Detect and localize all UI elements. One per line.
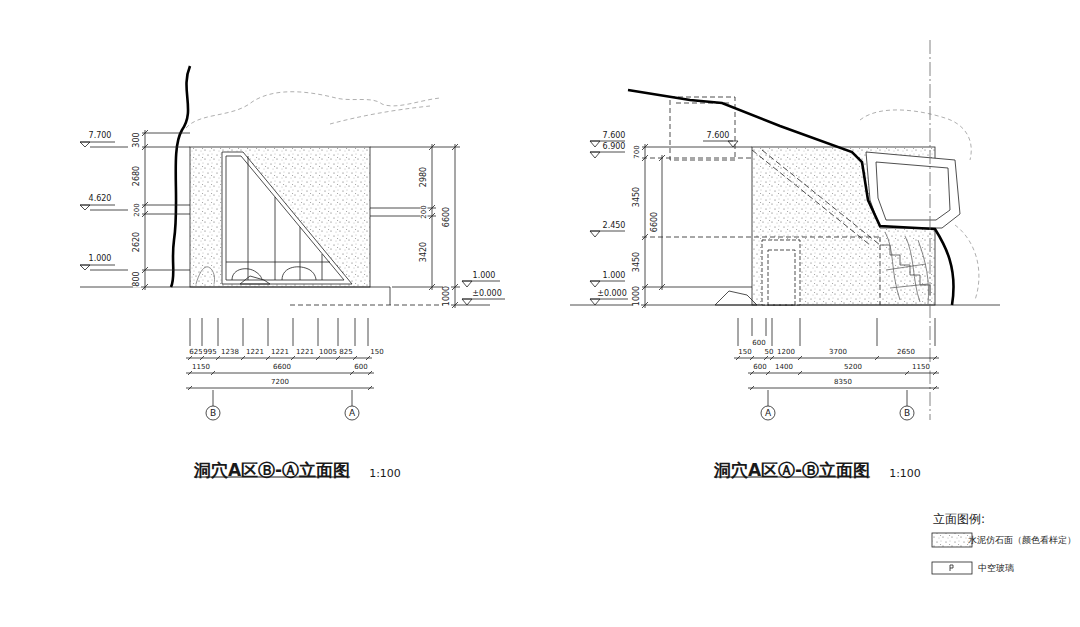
level-text: 4.620 (88, 195, 113, 203)
dimension-text: 1238 (220, 349, 240, 356)
dimension-text: 700 (634, 144, 641, 159)
axis-label: B (903, 409, 911, 418)
dimension-text: 600 (353, 364, 368, 371)
level-text: 1.000 (602, 272, 627, 280)
legend-text: 水泥仿石面（颜色看样定） (968, 536, 1076, 545)
dimension-text: 200 (134, 202, 141, 217)
axis-label: B (209, 409, 217, 418)
dimension-text: 1221 (245, 349, 265, 356)
dimension-text: 1400 (774, 364, 794, 371)
dimension-text: 6600 (443, 206, 451, 228)
dimension-text: 1221 (270, 349, 290, 356)
level-text: 2.450 (602, 222, 627, 230)
level-text: 6.900 (602, 143, 627, 151)
legend-text: 中空玻璃 (978, 564, 1014, 573)
scale-text: 1:100 (368, 468, 402, 479)
drawing-title: 洞穴A区Ⓐ-Ⓑ立面图 (713, 462, 871, 479)
legend-heading: 立面图例: (932, 513, 986, 525)
dimension-text: 50 (764, 349, 775, 356)
dimension-text: 300 (133, 131, 141, 148)
drawing-title: 洞穴A区Ⓑ-Ⓐ立面图 (193, 462, 351, 479)
dimension-text: 995 (202, 349, 217, 356)
dimension-text: 1000 (633, 285, 641, 307)
dimension-text: 1005 (318, 349, 338, 356)
dimension-text: 600 (751, 340, 766, 347)
axis-label: A (348, 409, 356, 418)
level-text: ±0.000 (596, 290, 628, 298)
level-text: 7.600 (706, 132, 731, 140)
dimension-text: 1150 (911, 364, 931, 371)
dimension-text: 5200 (843, 364, 863, 371)
dimension-text: 6600 (651, 211, 659, 233)
legend-swatches (932, 533, 972, 574)
dimension-text: 1150 (191, 364, 211, 371)
dimension-text: 1000 (443, 285, 451, 307)
dimension-text: 8350 (833, 379, 853, 386)
dimension-text: 200 (421, 204, 428, 219)
dimension-text: 2980 (420, 166, 428, 188)
dimension-text: 3450 (633, 251, 641, 273)
dimension-text: 3450 (633, 186, 641, 208)
dimension-text: 2680 (133, 165, 141, 187)
left-elevation (80, 66, 505, 420)
dimension-text: 3700 (828, 349, 848, 356)
dimension-text: 150 (369, 349, 384, 356)
dimension-text: 600 (752, 364, 767, 371)
dimension-text: 1200 (776, 349, 796, 356)
dimension-text: 2650 (896, 349, 916, 356)
dimension-text: 3420 (420, 241, 428, 263)
level-text: 7.600 (602, 132, 627, 140)
dimension-text: 825 (338, 349, 353, 356)
level-text: 7.700 (88, 132, 113, 140)
dimension-text: 2620 (133, 231, 141, 253)
dimension-text: 150 (737, 349, 752, 356)
scale-text: 1:100 (888, 468, 922, 479)
right-elevation (570, 40, 1000, 420)
level-text: 1.000 (88, 255, 113, 263)
dimension-text: 800 (133, 270, 141, 287)
level-text: ±0.000 (471, 290, 503, 298)
axis-label: A (764, 409, 772, 418)
dimension-text: 6600 (272, 364, 292, 371)
dimension-text: 7200 (270, 379, 290, 386)
level-text: 1.000 (472, 272, 497, 280)
dimension-text: 1221 (295, 349, 315, 356)
